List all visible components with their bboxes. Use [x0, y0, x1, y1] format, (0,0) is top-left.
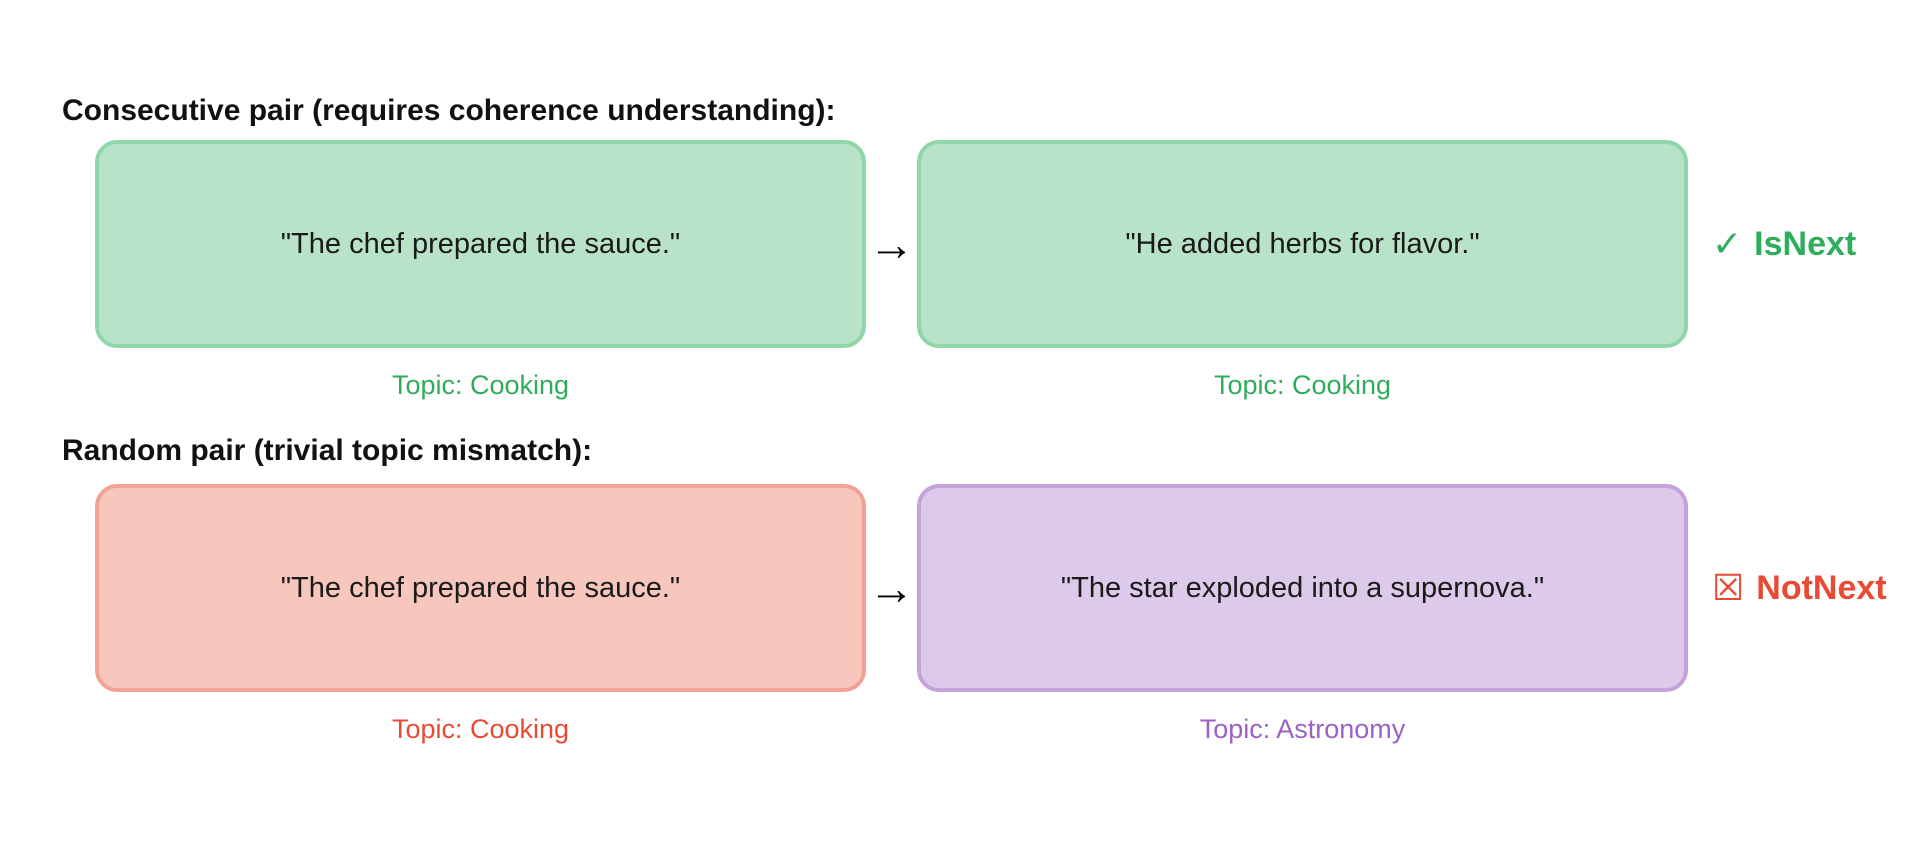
- sentence-text: "The chef prepared the sauce.": [280, 227, 681, 260]
- topic-label: Topic: Cooking: [1213, 370, 1392, 400]
- arrow-right-icon: →: [868, 218, 915, 270]
- sentence-text: "He added herbs for flavor.": [1125, 227, 1480, 260]
- sentence-box-random-b: "The star exploded into a supernova.": [917, 484, 1688, 692]
- topic-label: Topic: Astronomy: [1199, 714, 1406, 744]
- topic-label: Topic: Cooking: [391, 714, 570, 744]
- verdict-isnext: ✓ IsNext: [1712, 140, 1856, 348]
- check-icon: ✓: [1712, 223, 1743, 264]
- sentence-text: "The chef prepared the sauce.": [280, 571, 681, 604]
- sentence-box-random-a: "The chef prepared the sauce.": [95, 484, 866, 692]
- verdict-label: NotNext: [1756, 568, 1887, 607]
- sentence-text: "The star exploded into a supernova.": [1060, 571, 1545, 604]
- arrow-right-icon: →: [868, 562, 915, 614]
- topic-label: Topic: Cooking: [391, 370, 570, 400]
- crossed-box-icon: ☒: [1712, 567, 1745, 608]
- sentence-box-consecutive-b: "He added herbs for flavor.": [917, 140, 1688, 348]
- verdict-notnext: ☒ NotNext: [1712, 484, 1887, 692]
- verdict-label: IsNext: [1754, 224, 1857, 263]
- sentence-box-consecutive-a: "The chef prepared the sauce.": [95, 140, 866, 348]
- section-heading-consecutive: Consecutive pair (requires coherence und…: [62, 94, 836, 127]
- section-heading-random: Random pair (trivial topic mismatch):: [62, 434, 593, 467]
